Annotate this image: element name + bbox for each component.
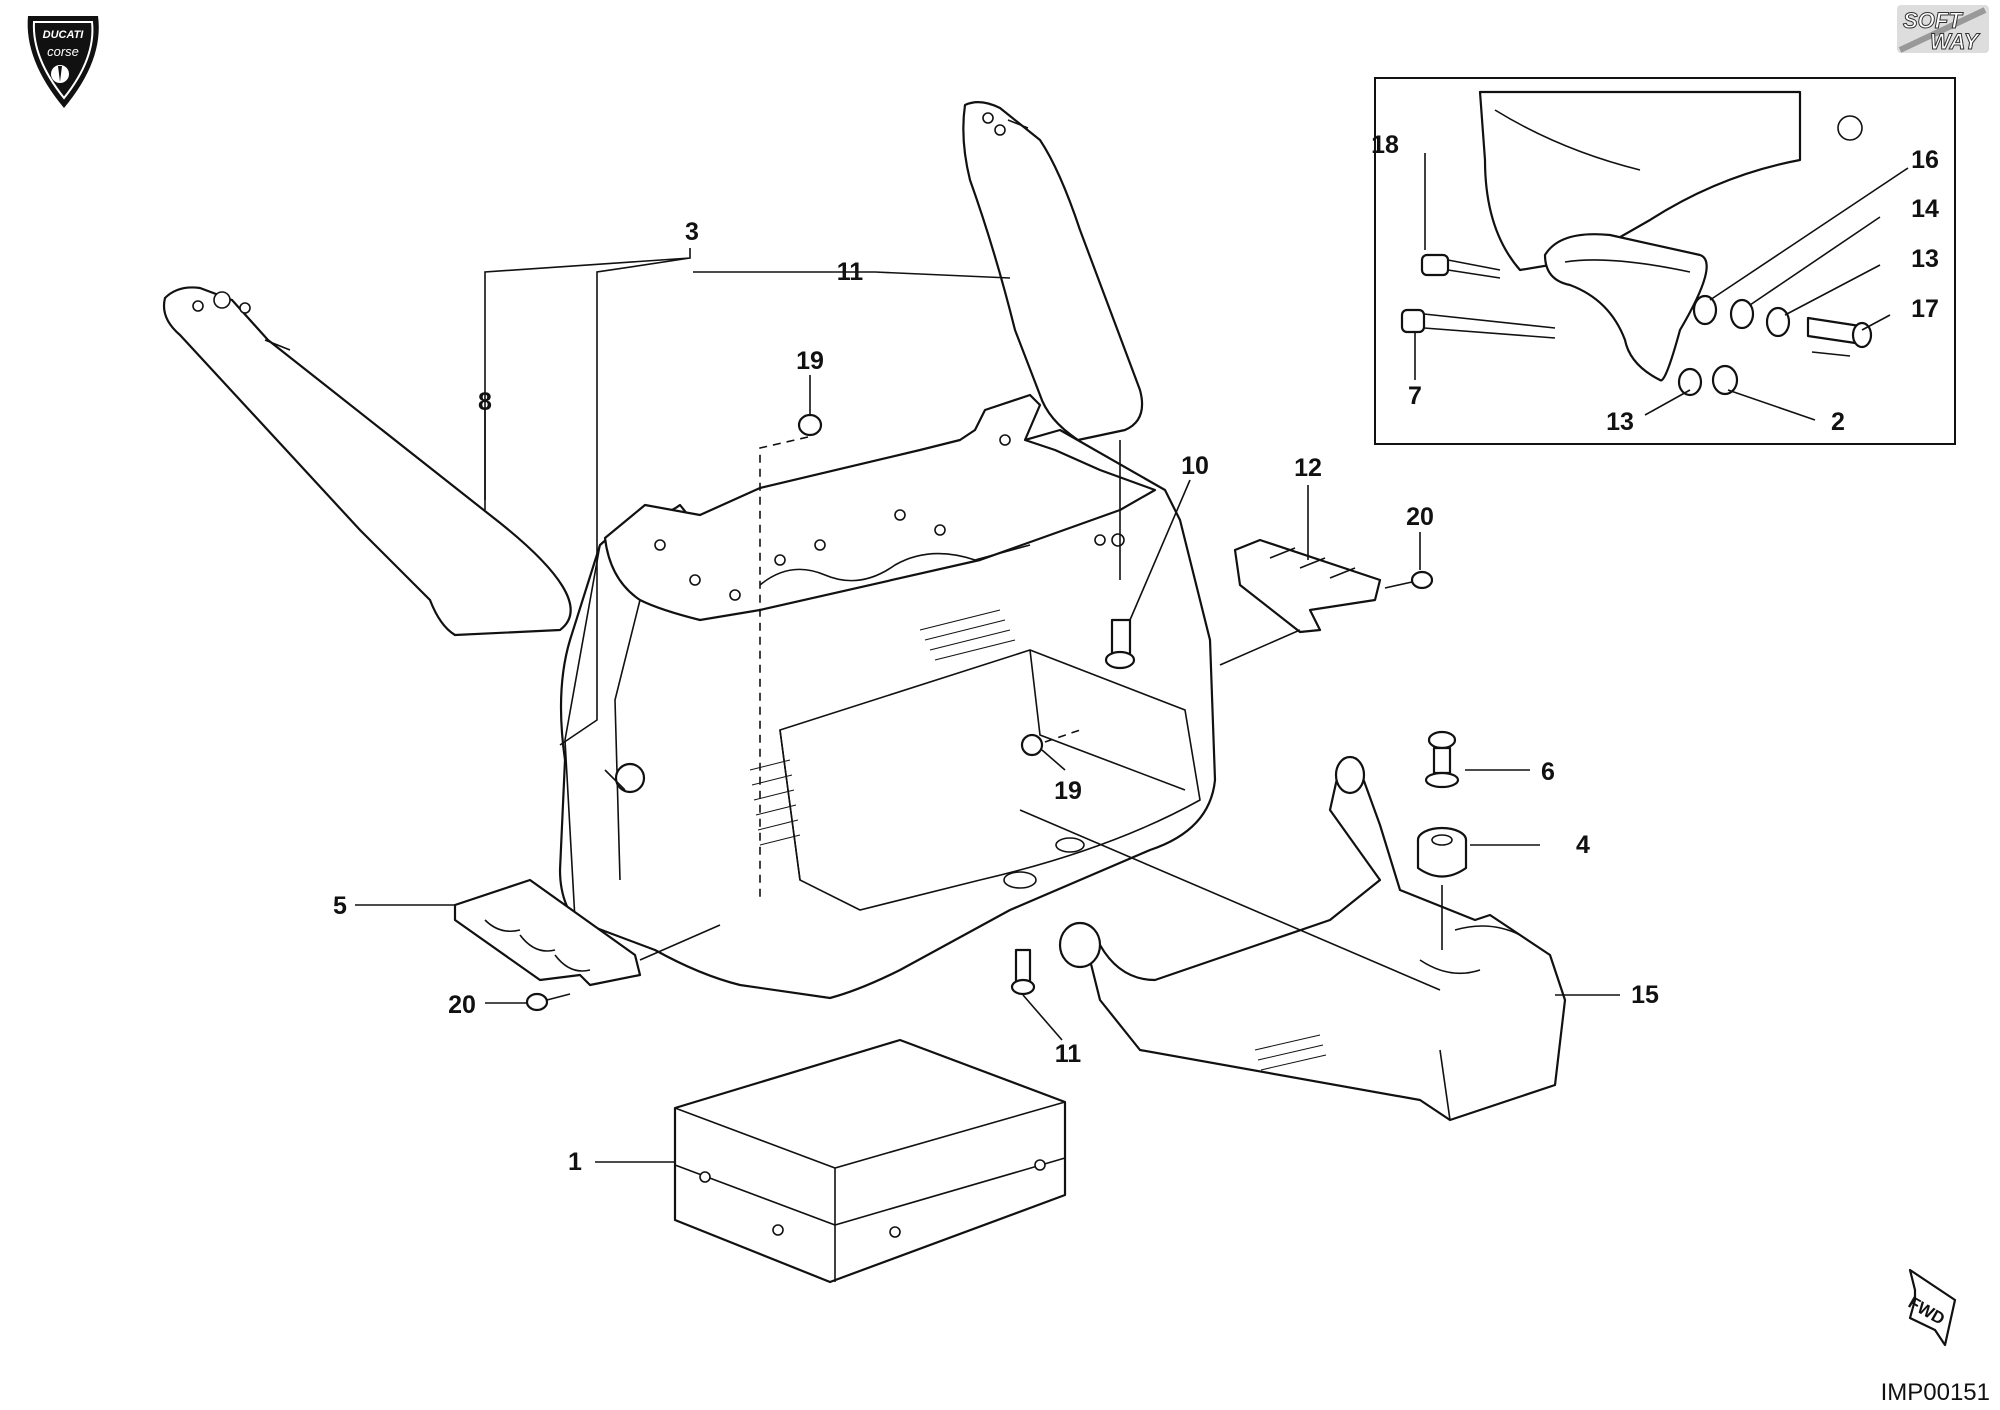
- part-15-bracket: [1058, 755, 1567, 1122]
- callout-15: 15: [1631, 981, 1659, 1009]
- ducati-corse-logo: DUCATI corse: [27, 16, 99, 108]
- part-4-grommet: [1416, 826, 1468, 878]
- callout-13-left: 13: [1606, 408, 1634, 436]
- callout-20-right: 20: [1406, 503, 1434, 531]
- logo-subbrand-text: corse: [47, 44, 79, 59]
- callout-4: 4: [1576, 831, 1590, 859]
- part-9-strap: [962, 101, 1144, 442]
- callout-11: 11: [1055, 1040, 1082, 1068]
- image-code: IMP00151: [1881, 1379, 1990, 1406]
- callout-17: 17: [1911, 295, 1939, 323]
- part-11-bolt: [1010, 948, 1036, 996]
- callout-2: 2: [1831, 408, 1845, 436]
- logo-brand-text: DUCATI: [43, 29, 85, 41]
- callout-5: 5: [333, 892, 347, 920]
- callout-3: 3: [685, 218, 699, 246]
- part-8-strap: [162, 286, 572, 637]
- softway-logo-top: SOFT: [1903, 8, 1963, 33]
- callout-16: 16: [1911, 146, 1939, 174]
- callout-13-right: 13: [1911, 245, 1939, 273]
- callout-14: 14: [1911, 195, 1939, 223]
- callout-9: 11: [837, 258, 864, 286]
- part-19-nut-lower: [1020, 733, 1044, 757]
- part-12-clip: [1233, 538, 1382, 634]
- part-1-ecu-box: [673, 1038, 1067, 1284]
- part-19-nut-top: [797, 413, 823, 437]
- callout-labels: 3 11 8 19 10 12 20 19 6 4 15 11 1 5 20 1…: [333, 131, 1939, 1176]
- part-6-bolt: [1424, 730, 1460, 789]
- part-10-bolt: [1104, 618, 1136, 670]
- callout-18: 18: [1371, 131, 1399, 159]
- callout-8: 8: [478, 388, 492, 416]
- inset-detail-box: [1374, 77, 1956, 445]
- callout-1: 1: [568, 1148, 582, 1176]
- main-tray-shell: [558, 393, 1217, 1000]
- softway-logo-bottom: WAY: [1930, 29, 1981, 54]
- callout-20-left: 20: [448, 991, 476, 1019]
- softway-logo: SOFT WAY: [1897, 5, 1989, 55]
- callout-12: 12: [1294, 454, 1322, 482]
- part-20-screw-right: [1410, 570, 1434, 590]
- callout-19-lower: 19: [1054, 777, 1082, 805]
- part-5-clip: [453, 878, 642, 987]
- callout-10: 10: [1181, 452, 1209, 480]
- part-20-screw-left: [525, 992, 549, 1012]
- fwd-arrow-icon: FWD: [1905, 1268, 1957, 1347]
- callout-7: 7: [1408, 382, 1422, 410]
- callout-6: 6: [1541, 758, 1555, 786]
- callout-19-top: 19: [796, 347, 824, 375]
- leader-lines: [355, 153, 1909, 1163]
